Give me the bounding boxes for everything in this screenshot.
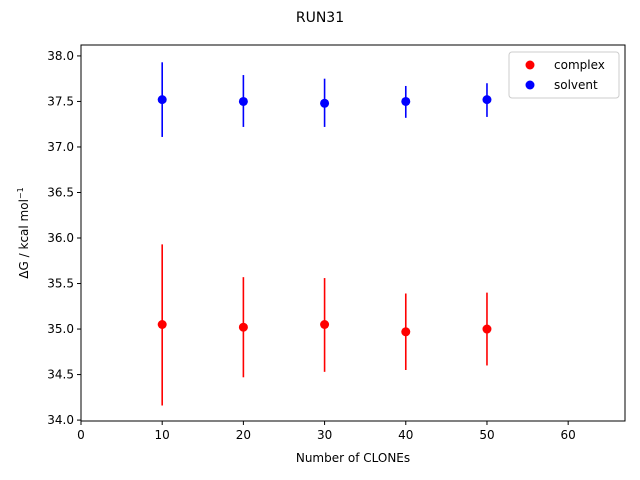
legend-marker-complex — [525, 60, 535, 70]
axes-frame — [80, 44, 626, 422]
legend-label-complex: complex — [554, 58, 605, 72]
x-tick-label: 50 — [479, 428, 494, 442]
legend-label-solvent: solvent — [554, 78, 598, 92]
solvent-data-point — [157, 95, 167, 105]
x-axis: 0 10 20 30 40 50 60 — [77, 421, 576, 442]
x-tick-label: 10 — [155, 428, 170, 442]
x-tick-label: 0 — [77, 428, 85, 442]
complex-data-point — [482, 324, 492, 334]
x-tick-label: 20 — [236, 428, 251, 442]
y-axis-label-main: ΔG / kcal mol — [17, 199, 31, 279]
x-tick-label: 30 — [317, 428, 332, 442]
complex-data-point — [401, 327, 411, 337]
complex-data-point — [320, 319, 330, 329]
legend-marker-solvent — [525, 80, 535, 90]
plot-area — [157, 62, 492, 406]
complex-data-point — [157, 319, 167, 329]
series-solvent — [157, 62, 492, 137]
chart-title: RUN31 — [296, 10, 344, 26]
y-tick-label: 37.5 — [47, 94, 74, 108]
x-tick-label: 40 — [398, 428, 413, 442]
x-axis-label: Number of CLONEs — [296, 451, 410, 465]
solvent-data-point — [482, 95, 492, 105]
x-tick-label: 60 — [561, 428, 576, 442]
y-tick-label: 36.0 — [47, 231, 74, 245]
y-tick-label: 34.0 — [47, 413, 74, 427]
legend-box — [508, 51, 620, 99]
y-tick-label: 38.0 — [47, 49, 74, 63]
series-complex — [157, 244, 492, 406]
y-tick-label: 34.5 — [47, 368, 74, 382]
y-tick-label: 36.5 — [47, 185, 74, 199]
y-axis-label: ΔG / kcal mol−1 — [16, 187, 31, 278]
solvent-data-point — [401, 96, 411, 106]
y-axis-label-superscript: −1 — [16, 187, 25, 199]
solvent-data-point — [238, 96, 248, 106]
legend: complex solvent — [508, 51, 620, 99]
complex-data-point — [238, 322, 248, 332]
y-tick-label: 35.0 — [47, 322, 74, 336]
y-tick-label: 35.5 — [47, 277, 74, 291]
y-axis: 34.0 34.5 35.0 35.5 36.0 36.5 37.0 37.5 38.0 — [47, 49, 81, 427]
solvent-data-point — [320, 98, 330, 108]
y-tick-label: 37.0 — [47, 140, 74, 154]
